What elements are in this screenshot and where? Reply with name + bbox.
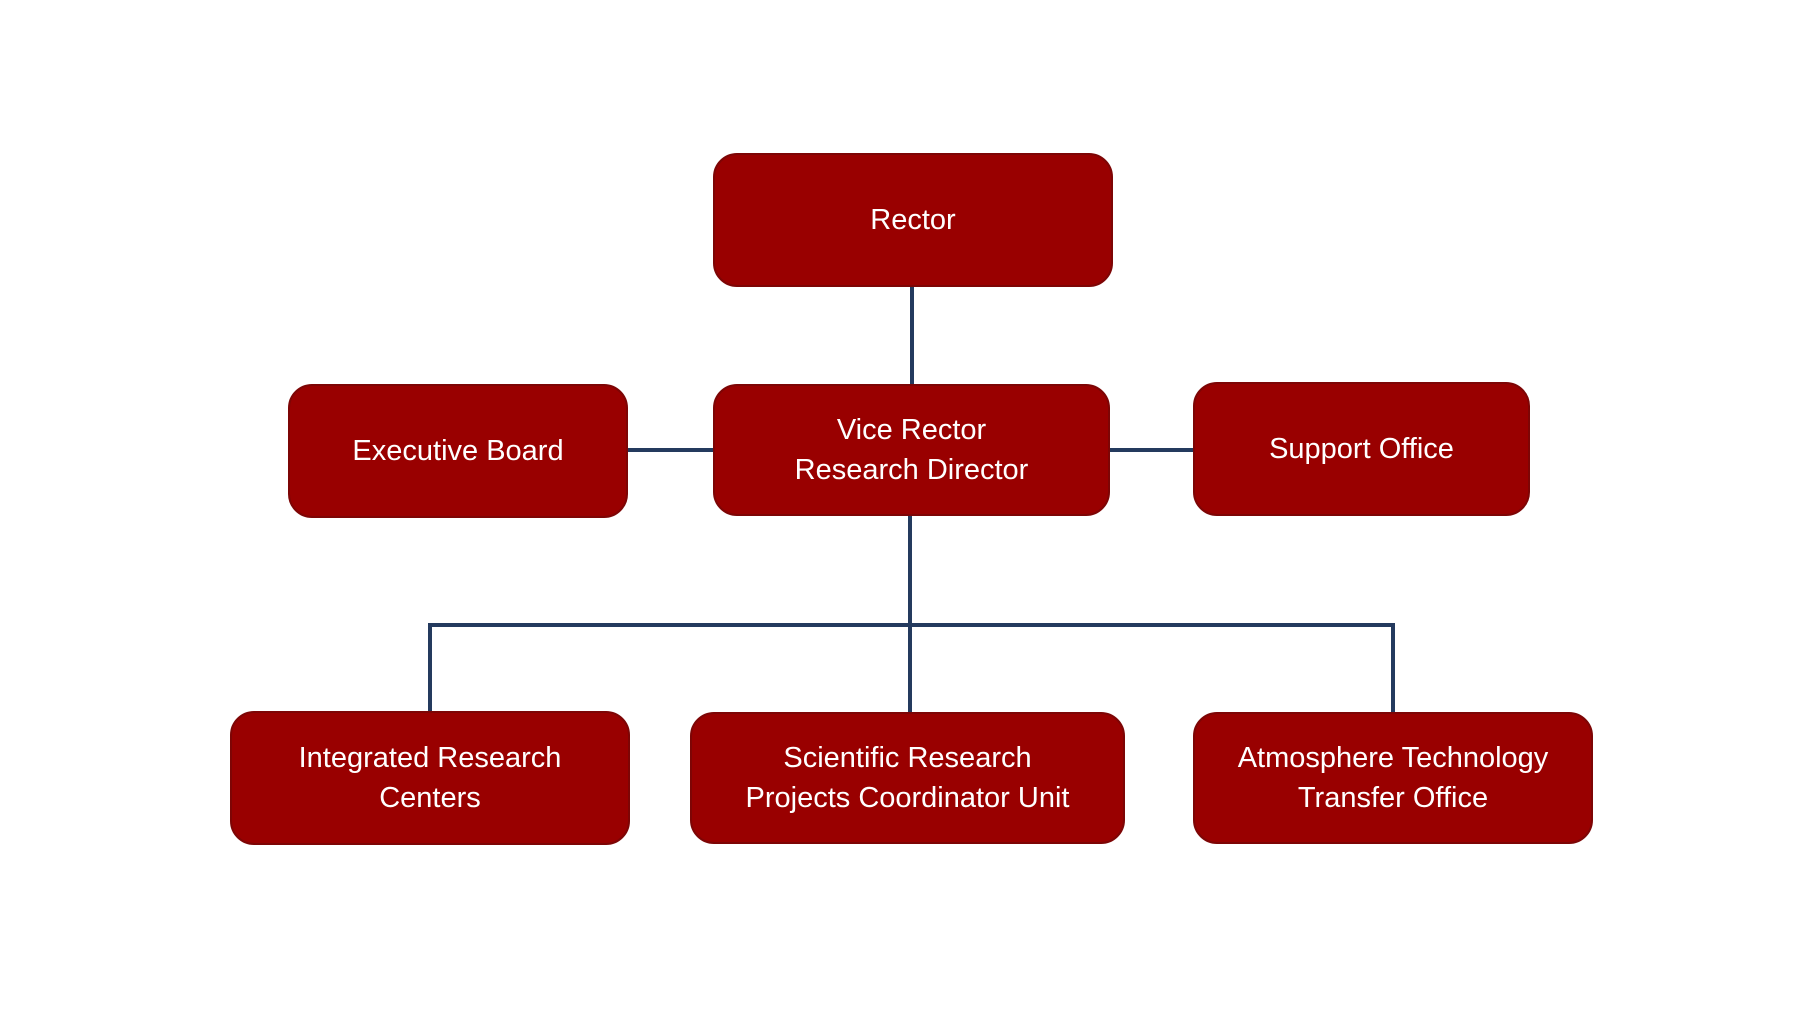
org-node-vice-rector-label-line1: Vice Rector	[836, 414, 987, 446]
org-node-atmosphere-technology-label-line2: Transfer Office	[1297, 782, 1489, 814]
connector-vice-rector-to-bottom-row	[908, 514, 912, 714]
org-node-vice-rector-label-line2: Research Director	[794, 454, 1029, 486]
org-node-executive-board: Executive Board	[288, 384, 628, 518]
connector-executive-board-to-vice-rector	[626, 448, 715, 452]
org-node-scientific-research-label-line1: Scientific Research	[783, 742, 1032, 774]
org-node-scientific-research-projects-coordinator-unit: Scientific Research Projects Coordinator…	[690, 712, 1125, 844]
org-node-scientific-research-label-line2: Projects Coordinator Unit	[745, 782, 1070, 814]
connector-bus-to-atmosphere-technology-transfer-office	[1391, 623, 1395, 714]
org-node-integrated-research-centers-label-line2: Centers	[379, 782, 481, 814]
org-node-vice-rector-research-director: Vice Rector Research Director	[713, 384, 1110, 516]
org-node-integrated-research-centers: Integrated Research Centers	[230, 711, 630, 845]
connector-vice-rector-to-support-office	[1108, 448, 1195, 452]
org-node-support-office: Support Office	[1193, 382, 1530, 516]
org-node-rector-label: Rector	[870, 204, 956, 236]
connector-bus-to-integrated-research-centers	[428, 623, 432, 713]
org-node-atmosphere-technology-transfer-office: Atmosphere Technology Transfer Office	[1193, 712, 1593, 844]
connector-bottom-row-bus	[428, 623, 1395, 627]
org-node-executive-board-label: Executive Board	[352, 435, 564, 467]
org-node-atmosphere-technology-label-line1: Atmosphere Technology	[1237, 742, 1549, 774]
org-node-integrated-research-centers-label-line1: Integrated Research	[298, 742, 562, 774]
org-node-support-office-label: Support Office	[1269, 433, 1454, 465]
connector-rector-to-vice-rector	[910, 285, 914, 386]
org-node-rector: Rector	[713, 153, 1113, 287]
